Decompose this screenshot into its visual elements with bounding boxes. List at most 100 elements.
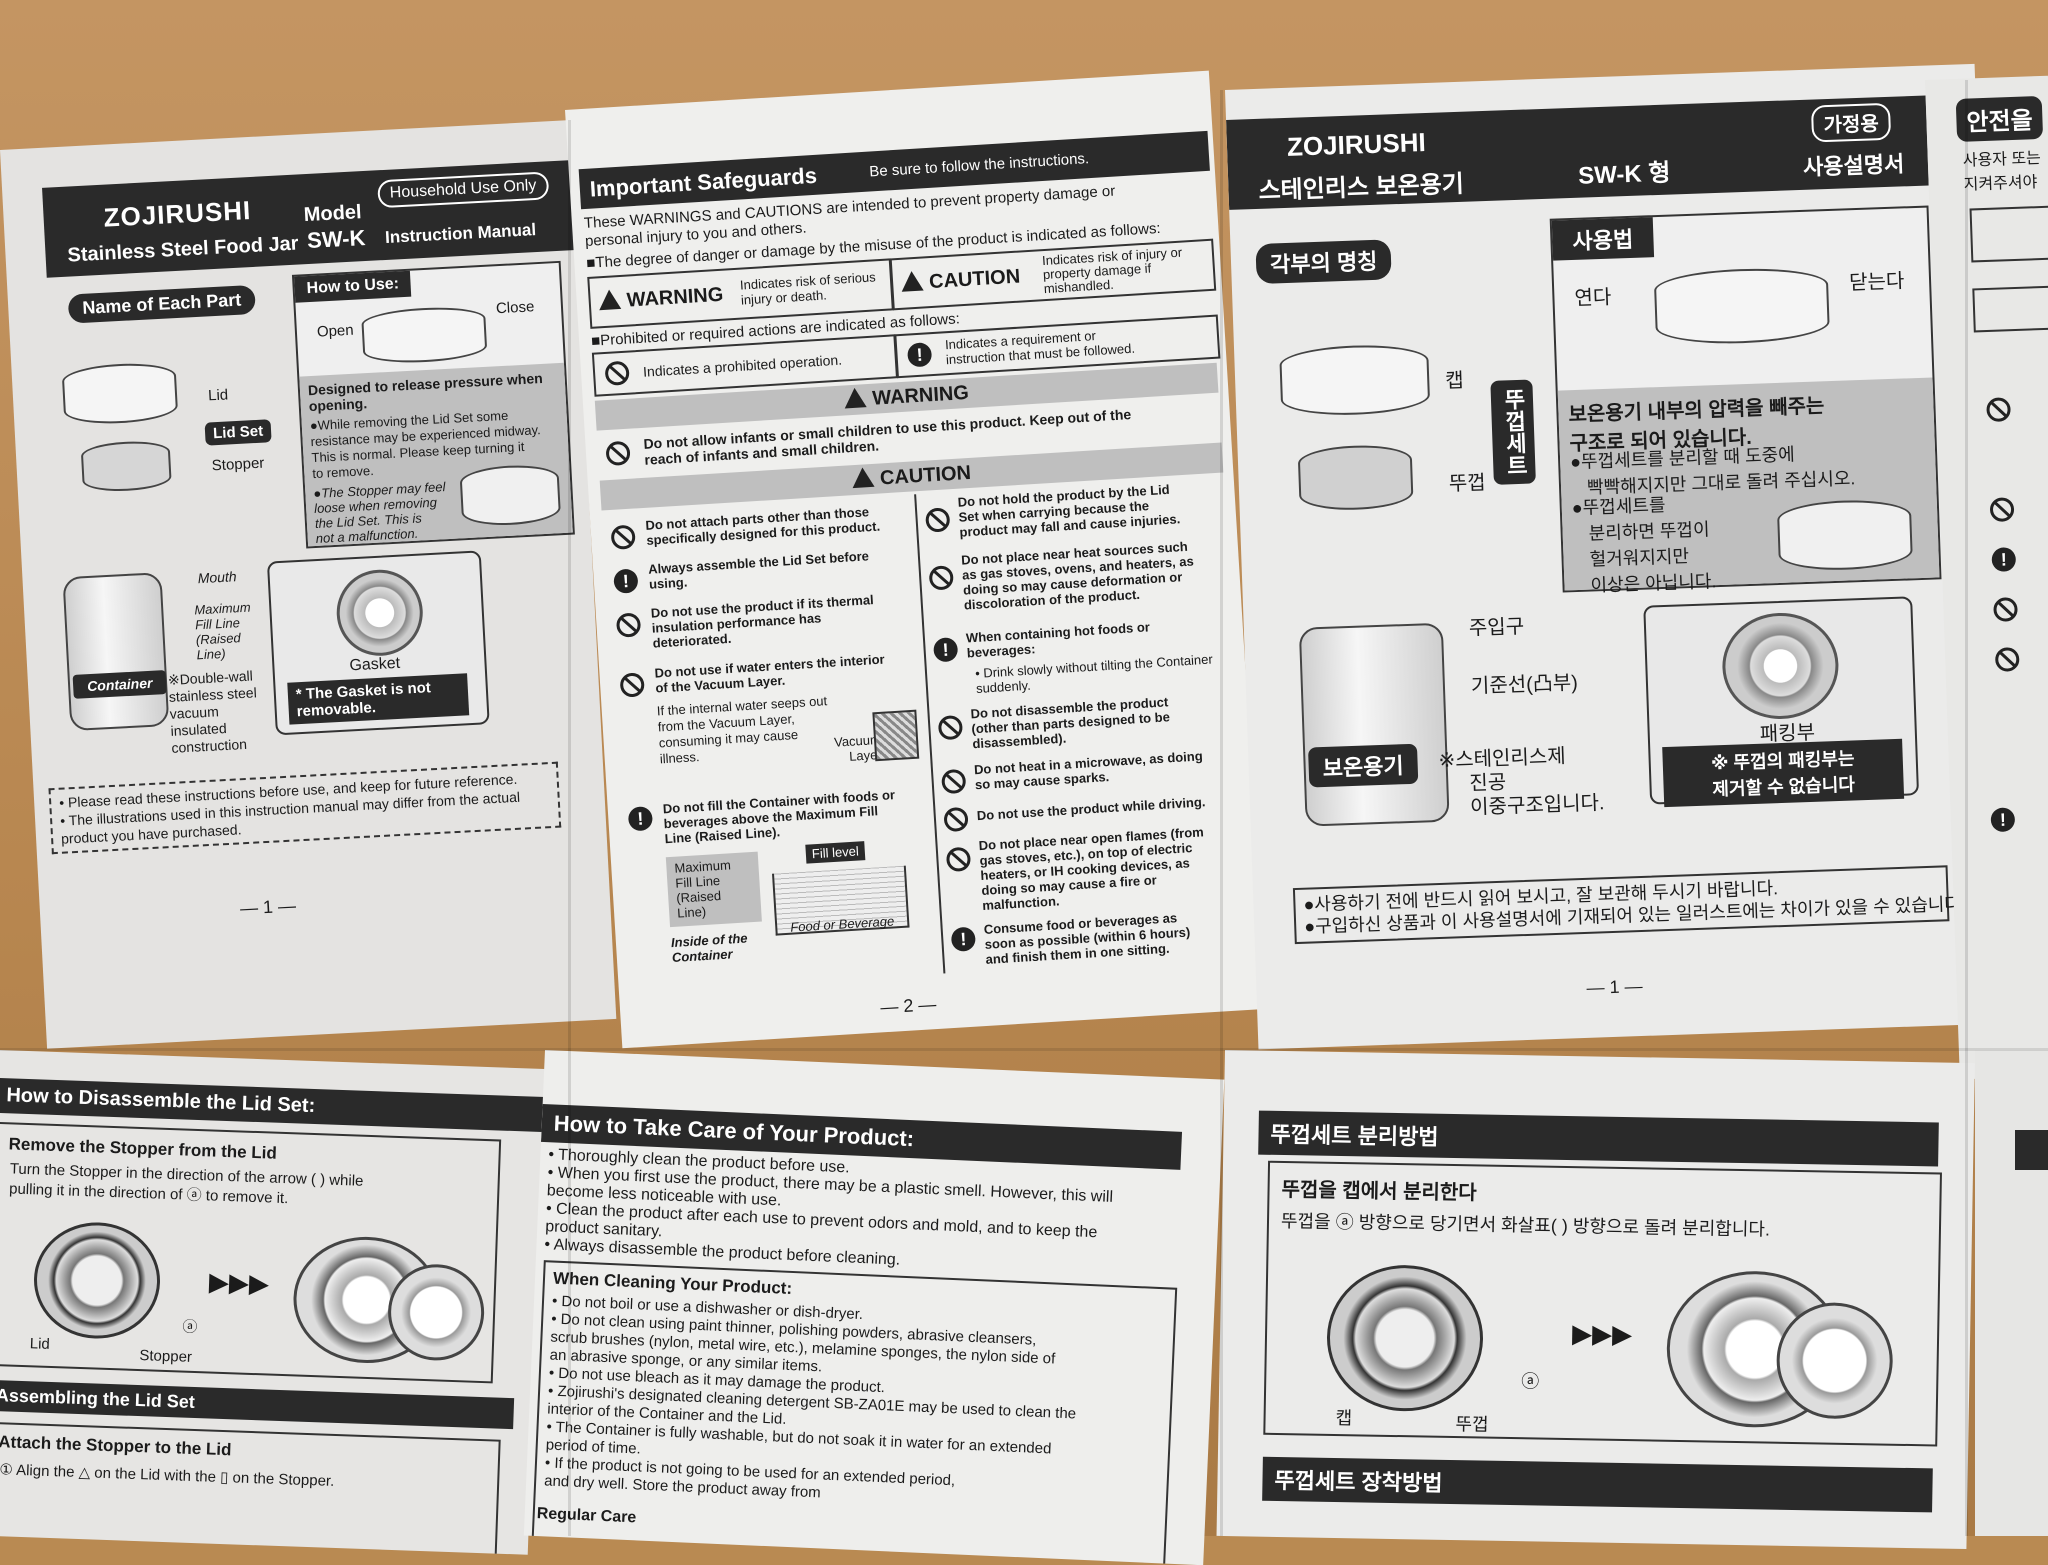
korean-model: SW-K 형 — [1577, 159, 1671, 190]
vacuum-layer-diagram — [872, 709, 920, 762]
household-badge: Household Use Only — [377, 171, 550, 209]
gasket-note: * The Gasket is not removable. — [287, 673, 470, 725]
korean-separated-lid-illustration — [1775, 1301, 1894, 1420]
inside-container-label: Inside of the Container — [671, 930, 749, 965]
korean-disassemble-panel: 뚜껍세트 분리방법 뚜껍을 캡에서 분리한다 뚜껍을 ⓐ 방향으로 당기면서 화… — [1216, 1050, 1975, 1550]
care-panel: How to Take Care of Your Product: • Thor… — [523, 1050, 1225, 1565]
manual-label: Instruction Manual — [384, 220, 537, 247]
korean-pressure-area: 보온용기 내부의 압력을 빼주는 구조로 되어 있습니다. ●뚜껍세트를 분리할… — [1557, 377, 1940, 596]
stopper-loose-illustration — [459, 463, 562, 528]
caution-right-icon-7 — [945, 846, 972, 873]
caution-right-item-4: Do not disassemble the product (other th… — [970, 694, 1171, 751]
korean-usage-box: 사용법 연다 닫는다 보온용기 내부의 압력을 빼주는 구조로 되어 있습니다.… — [1549, 205, 1942, 596]
korean-lid-illustration — [1297, 443, 1414, 512]
label-lid-disassemble: Lid — [29, 1335, 51, 1353]
safeguards-panel: Important Safeguards Be sure to follow t… — [565, 70, 1267, 1049]
warning-legend-text: WARNING — [626, 283, 724, 312]
caution-right-item-8: Consume food or beverages as soon as pos… — [983, 909, 1191, 967]
label-stopper: Stopper — [211, 454, 265, 475]
korean-cover-panel: ZOJIRUSHI 스테인리스 보온용기 SW-K 형 가정용 사용설명서 각부… — [1225, 63, 2009, 1050]
korean-pressure-note-2: ●뚜껍세트를 분리하면 뚜껍이 헐거워지지만 이상은 아닙니다. — [1571, 489, 1716, 598]
attach-stopper-text: ① Align the △ on the Lid with the ▯ on t… — [0, 1461, 335, 1490]
arrow-sequence-icon: ▶▶▶ — [208, 1266, 270, 1299]
right-edge-icon-4 — [1993, 597, 2018, 622]
korean-footnote-box: ●사용하기 전에 반드시 읽어 보시고, 잘 보관해 두시기 바랍니다. ●구입… — [1292, 865, 1966, 945]
label-mouth: Mouth — [197, 568, 237, 587]
how-to-use-heading: How to Use: — [294, 270, 412, 303]
korean-lid-set-label: 뚜껍세트 — [1490, 379, 1536, 485]
caution-header-text: CAUTION — [879, 461, 972, 490]
label-max-fill-4: Line) — [196, 645, 226, 663]
right-edge-icon-3: ! — [1991, 547, 2017, 572]
warning-header-icon — [843, 387, 867, 409]
right-edge-text: 사용자 또는 지켜주셔야 — [1962, 144, 2042, 195]
korean-separate-box: 뚜껍을 캡에서 분리한다 뚜껍을 ⓐ 방향으로 당기면서 화살표( ) 방향으로… — [1263, 1160, 1942, 1447]
attach-stopper-title: Attach the Stopper to the Lid — [0, 1432, 232, 1460]
korean-parts-heading: 각부의 명칭 — [1255, 239, 1393, 285]
prohibited-text: Indicates a prohibited operation. — [642, 351, 843, 380]
right-edge-heading: 안전을 — [1955, 95, 2044, 142]
fold-line-3 — [1965, 80, 1968, 1536]
korean-separate-text: 뚜껍을 ⓐ 방향으로 당기면서 화살표( ) 방향으로 돌려 분리합니다. — [1280, 1211, 1771, 1240]
caution-left-icon-1 — [610, 524, 636, 550]
page-number-1: — 1 — — [239, 895, 297, 919]
label-gasket: Gasket — [349, 654, 401, 675]
product-name: Stainless Steel Food Jar — [67, 232, 300, 267]
korean-label-lid: 뚜껍 — [1448, 472, 1487, 496]
korean-label-container: 보온용기 — [1307, 743, 1419, 788]
required-icon: ! — [906, 342, 933, 368]
korean-header-bar: ZOJIRUSHI 스테인리스 보온용기 SW-K 형 가정용 사용설명서 — [1226, 95, 1929, 210]
disassemble-panel: How to Disassemble the Lid Set: Remove t… — [0, 1050, 545, 1555]
label-a-direction: ⓐ — [182, 1318, 198, 1337]
warning-triangle-icon — [598, 288, 622, 311]
gasket-box: Gasket * The Gasket is not removable. — [266, 550, 490, 736]
label-construction: ※Double-wall stainless steel vacuum insu… — [168, 667, 260, 756]
construction-line-5: construction — [171, 735, 248, 756]
how-to-use-box: How to Use: Open Close Designed to relea… — [291, 260, 575, 549]
caution-right-icon-2 — [928, 565, 954, 591]
inside-container-2: Container — [671, 946, 733, 966]
right-edge-text-2: 지켜주셔야 — [1963, 174, 2038, 194]
right-edge-icon-6: ! — [1990, 807, 2016, 833]
caution-right-item-2: Do not place near heat sources such as g… — [961, 539, 1196, 613]
max-fill-box: Maximum Fill Line (Raised Line) — [665, 851, 762, 928]
label-open: Open — [316, 321, 355, 341]
caution-left-icon-3 — [615, 612, 642, 638]
required-text: Indicates a requirement or instruction t… — [945, 326, 1136, 367]
korean-manual-label: 사용설명서 — [1802, 151, 1905, 180]
korean-pressure-note-2-2: 분리하면 뚜껍이 — [1588, 519, 1710, 544]
safeguards-subtitle: Be sure to follow the instructions. — [868, 150, 1090, 181]
container-illustration — [62, 572, 170, 732]
model-number: SW-K — [306, 225, 366, 254]
caution-right-icon-5 — [941, 768, 967, 795]
caution-right-item-1: Do not hold the product by the Lid Set w… — [957, 481, 1180, 540]
korean-construction-3: 이중구조입니다. — [1469, 792, 1605, 819]
warning-item-icon — [605, 440, 631, 467]
korean-label-lid-bottom: 뚜껍 — [1455, 1414, 1489, 1435]
max-fill-4: Line) — [676, 903, 707, 921]
right-bottom-edge-panel — [1975, 1050, 2048, 1536]
caution-right-icon-1 — [925, 507, 951, 533]
right-bottom-edge-bar — [2015, 1130, 2048, 1170]
korean-pressure-note-2-4: 이상은 아닙니다. — [1590, 571, 1717, 596]
korean-separate-heading: 뚜껍세트 분리방법 — [1258, 1110, 1939, 1167]
label-lid: Lid — [207, 386, 229, 405]
safeguards-title: Important Safeguards — [589, 162, 818, 202]
caution-left-icon-2: ! — [613, 568, 639, 594]
fold-line-1 — [568, 120, 571, 1536]
label-lid-set: Lid Set — [204, 419, 272, 446]
caution-right-icon-3: ! — [932, 637, 959, 663]
caution-right-item-3: When containing hot foods or beverages: — [966, 619, 1152, 660]
gasket-illustration — [334, 567, 425, 658]
right-edge-icon-5 — [1994, 647, 2020, 672]
korean-label-close: 닫는다 — [1848, 270, 1905, 295]
korean-packing-box: 패킹부 ※ 뚜껍의 패킹부는 제거할 수 없습니다 — [1643, 596, 1920, 808]
assemble-heading: Assembling the Lid Set — [0, 1379, 515, 1430]
pressure-note-area: Designed to release pressure when openin… — [299, 362, 573, 547]
korean-assemble-heading: 뚜껍세트 장착방법 — [1262, 1456, 1933, 1513]
warning-legend-desc: Indicates risk of serious injury or deat… — [740, 269, 877, 307]
korean-packing-note: ※ 뚜껍의 패킹부는 제거할 수 없습니다 — [1662, 738, 1905, 808]
fill-item-text: Do not fill the Container with foods or … — [662, 787, 897, 846]
label-stopper-disassemble: Stopper — [139, 1347, 193, 1366]
pressure-note-2: ●The Stopper may feel loose when removin… — [313, 479, 448, 546]
